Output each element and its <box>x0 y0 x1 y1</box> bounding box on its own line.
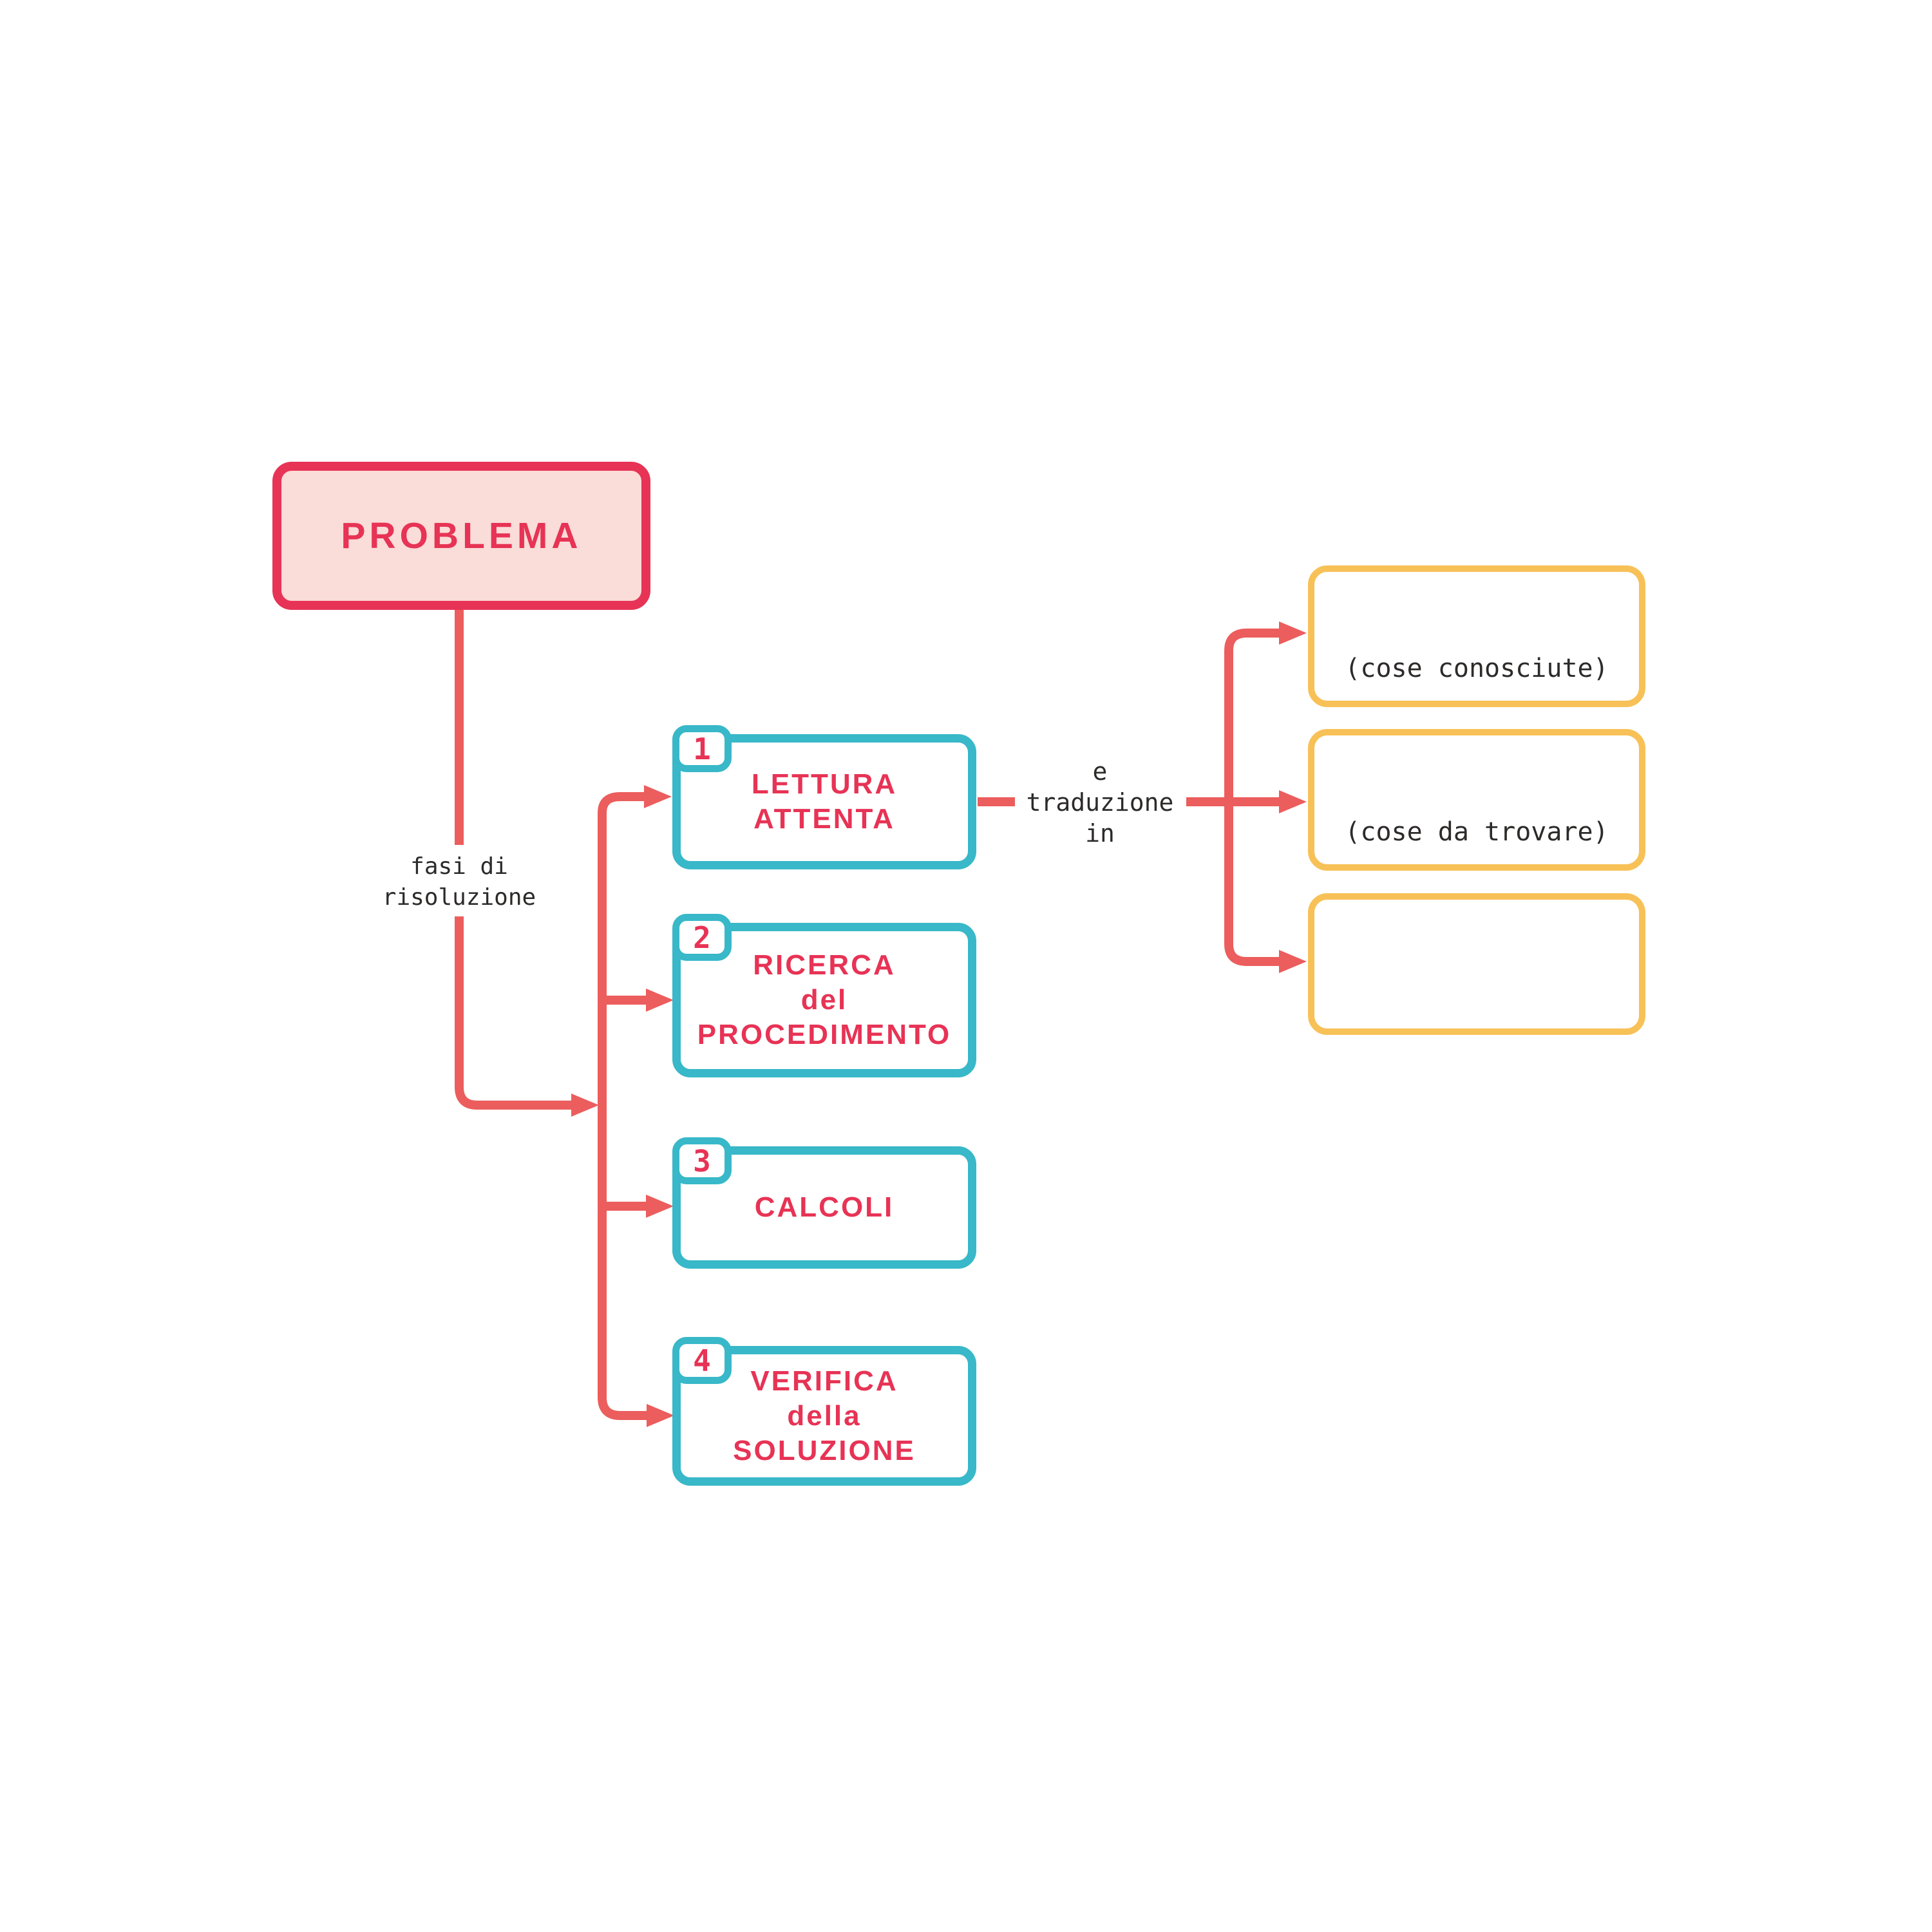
step-2-title-line-2: del <box>800 984 848 1016</box>
step-box-calcoli: 3 CALCOLI <box>672 1137 976 1269</box>
step-box-ricerca-procedimento: 2 RICERCA del PROCEDIMENTO <box>672 914 976 1077</box>
phases-edge-label-line-1: fasi di <box>410 853 508 880</box>
output-1-label: (cose conosciute) <box>1345 654 1609 683</box>
step-2-number-badge: 2 <box>672 914 732 961</box>
step-2-number: 2 <box>693 920 711 955</box>
step-4-title-line-3: SOLUZIONE <box>733 1434 916 1466</box>
step-1-number: 1 <box>693 731 711 766</box>
step-box-lettura-attenta: 1 LETTURA ATTENTA <box>672 725 976 869</box>
translation-edge-label-line-1: e <box>1092 757 1108 786</box>
step-3-title-line-1: CALCOLI <box>754 1191 895 1223</box>
step-2-title-line-3: PROCEDIMENTO <box>697 1019 952 1050</box>
arrowhead-output-1 <box>1279 621 1307 645</box>
arrowhead-to-steps-spine <box>571 1094 599 1117</box>
edge-problema-phases-lower <box>455 916 571 1110</box>
step-4-number-badge: 4 <box>672 1337 732 1384</box>
edge-steps-spine <box>598 792 647 1420</box>
phases-edge-label: fasi di risoluzione <box>330 851 588 913</box>
step-1-title-line-2: ATTENTA <box>753 803 895 835</box>
step-4-number: 4 <box>693 1343 711 1378</box>
output-box-empty <box>1308 893 1645 1035</box>
arrowhead-output-3 <box>1279 950 1307 973</box>
step-2-title-line-1: RICERCA <box>753 949 896 981</box>
edge-outputs-spine <box>1224 629 1279 966</box>
arrowhead-step-1 <box>644 785 672 808</box>
arrowhead-step-3 <box>646 1195 674 1218</box>
step-1-title-line-1: LETTURA <box>751 768 898 800</box>
problema-label: PROBLEMA <box>341 515 582 556</box>
step-3-number-badge: 3 <box>672 1137 732 1184</box>
step-3-number: 3 <box>693 1143 711 1179</box>
translation-edge-label-line-3: in <box>1085 819 1115 848</box>
problema-box: PROBLEMA <box>272 462 650 610</box>
arrowhead-output-2 <box>1279 790 1307 813</box>
step-1-number-badge: 1 <box>672 725 732 772</box>
phases-edge-label-line-2: risoluzione <box>382 884 536 911</box>
arrowhead-step-4 <box>647 1404 674 1427</box>
translation-edge-label-line-2: traduzione <box>1026 788 1174 817</box>
step-4-title-line-1: VERIFICA <box>750 1365 898 1397</box>
translation-edge-label: e traduzione in <box>987 756 1213 849</box>
output-2-label: (cose da trovare) <box>1345 817 1609 847</box>
output-box-cose-da-trovare: (cose da trovare) <box>1308 729 1645 871</box>
arrowhead-step-2 <box>646 989 674 1012</box>
step-4-title-line-2: della <box>787 1399 862 1432</box>
step-box-verifica-soluzione: 4 VERIFICA della SOLUZIONE <box>672 1337 976 1486</box>
output-box-cose-conosciute: (cose conosciute) <box>1308 565 1645 707</box>
